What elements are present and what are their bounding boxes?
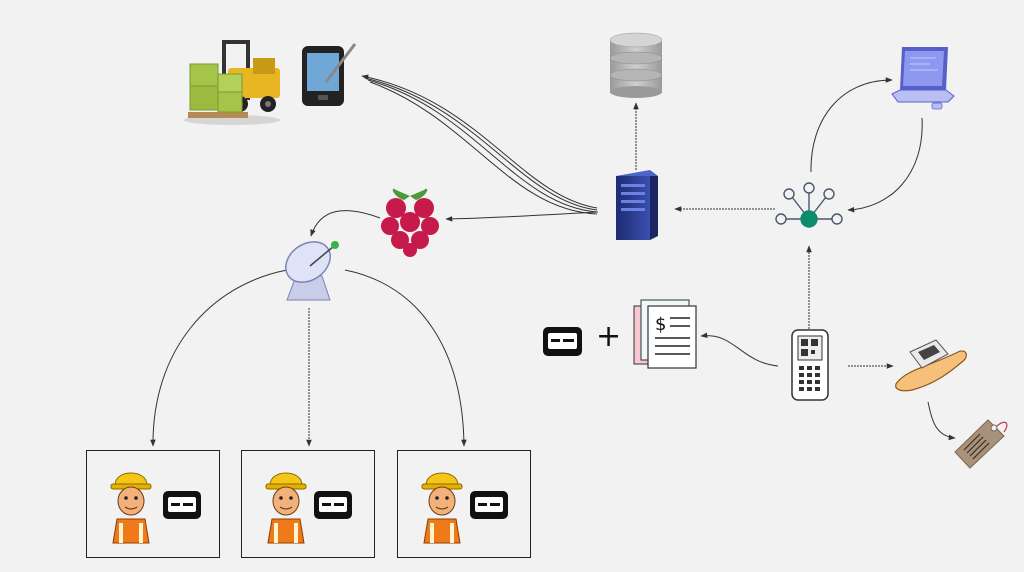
pager-icon [543,327,582,356]
database-icon [609,32,663,98]
arrow-server-to-tablet-1 [361,74,598,209]
pager-icon [163,491,201,519]
laptop-icon [891,47,955,110]
tablet-stylus-icon [302,43,357,106]
worker-icon [265,472,307,544]
barcode-tag-icon [954,419,1008,469]
satellite-dish-icon [285,241,339,301]
worker-icon [421,472,463,544]
pager-icon [314,491,352,519]
arrow-dish-to-worker-1 [150,269,288,447]
arrow-raspberry-to-dish [310,210,381,237]
arrows [150,74,956,447]
arrow-server-to-tablet-2 [364,77,598,211]
arrow-server-to-tablet-3 [367,79,598,213]
arrow-hub-to-laptop [810,77,893,173]
plus-sign: + [596,319,622,354]
raspberry-pi-icon [381,188,439,257]
arrow-hand-to-tag [927,401,956,441]
forklift-icon [184,40,280,125]
arrow-scanner-to-documents [700,332,779,367]
worker-box-3 [397,450,531,558]
arrow-server-to-raspberry [445,211,599,222]
arrow-dish-to-worker-3 [344,269,467,447]
arrow-laptop-to-hub [847,117,923,213]
barcode-scanner-icon [791,329,829,401]
arrow-server-to-tablet-4 [369,81,598,215]
worker-icon [110,472,152,544]
worker-box-2 [241,450,375,558]
invoice-documents-icon: $ [633,299,697,369]
svg-text:$: $ [655,314,666,335]
pager-icon [470,491,508,519]
worker-box-1 [86,450,220,558]
network-hub-icon [775,182,843,228]
hand-holding-device-icon [895,339,967,392]
server-icon [616,170,658,240]
